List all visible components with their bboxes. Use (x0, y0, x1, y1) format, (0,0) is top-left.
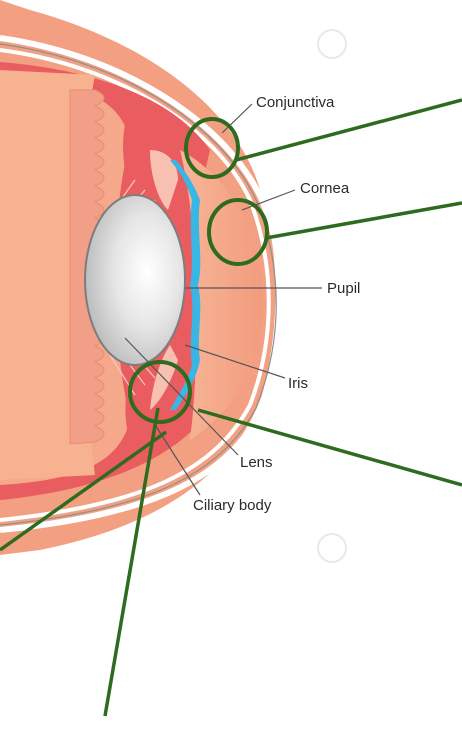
label-conjunctiva: Conjunctiva (256, 94, 335, 111)
pointer-cornea (266, 203, 462, 238)
label-cornea: Cornea (300, 180, 350, 197)
lens-shape (85, 195, 185, 365)
label-iris: Iris (288, 375, 308, 392)
label-ciliary-body: Ciliary body (193, 497, 272, 514)
label-lens: Lens (240, 454, 273, 471)
label-pupil: Pupil (327, 280, 360, 297)
